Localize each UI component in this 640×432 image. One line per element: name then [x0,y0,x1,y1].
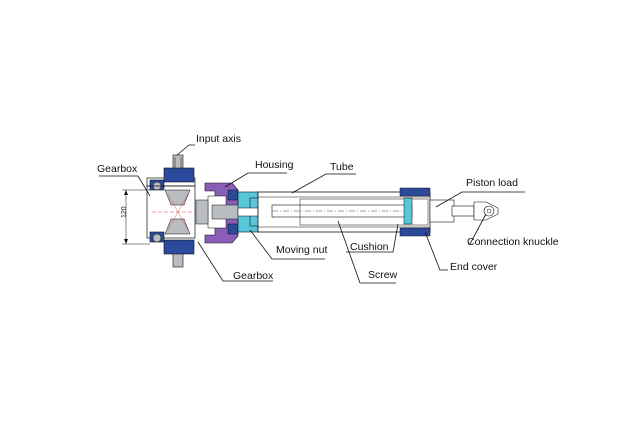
leader-lines [99,144,525,284]
label-screw: Screw [368,269,398,281]
label-moving-nut: Moving nut [276,244,327,256]
label-connection-knuckle: Connection knuckle [467,236,559,248]
label-gearbox-bottom: Gearbox [233,270,274,282]
gearbox-left-body [146,167,198,255]
label-end-cover: End cover [450,261,498,273]
label-gearbox-left: Gearbox [97,163,138,175]
label-cushion: Cushion [350,241,389,253]
label-tube: Tube [330,161,354,173]
dimension-text: 120 [121,206,128,218]
end-cover [399,187,455,237]
connection-knuckle [451,201,499,221]
housing-body [195,182,243,244]
dimension-120: 120 [121,189,150,245]
label-piston-load: Piston load [466,177,518,189]
tube-body [257,191,431,233]
label-input-axis: Input axis [196,133,241,145]
label-housing: Housing [255,159,294,171]
input-axis-shaft [172,154,184,268]
